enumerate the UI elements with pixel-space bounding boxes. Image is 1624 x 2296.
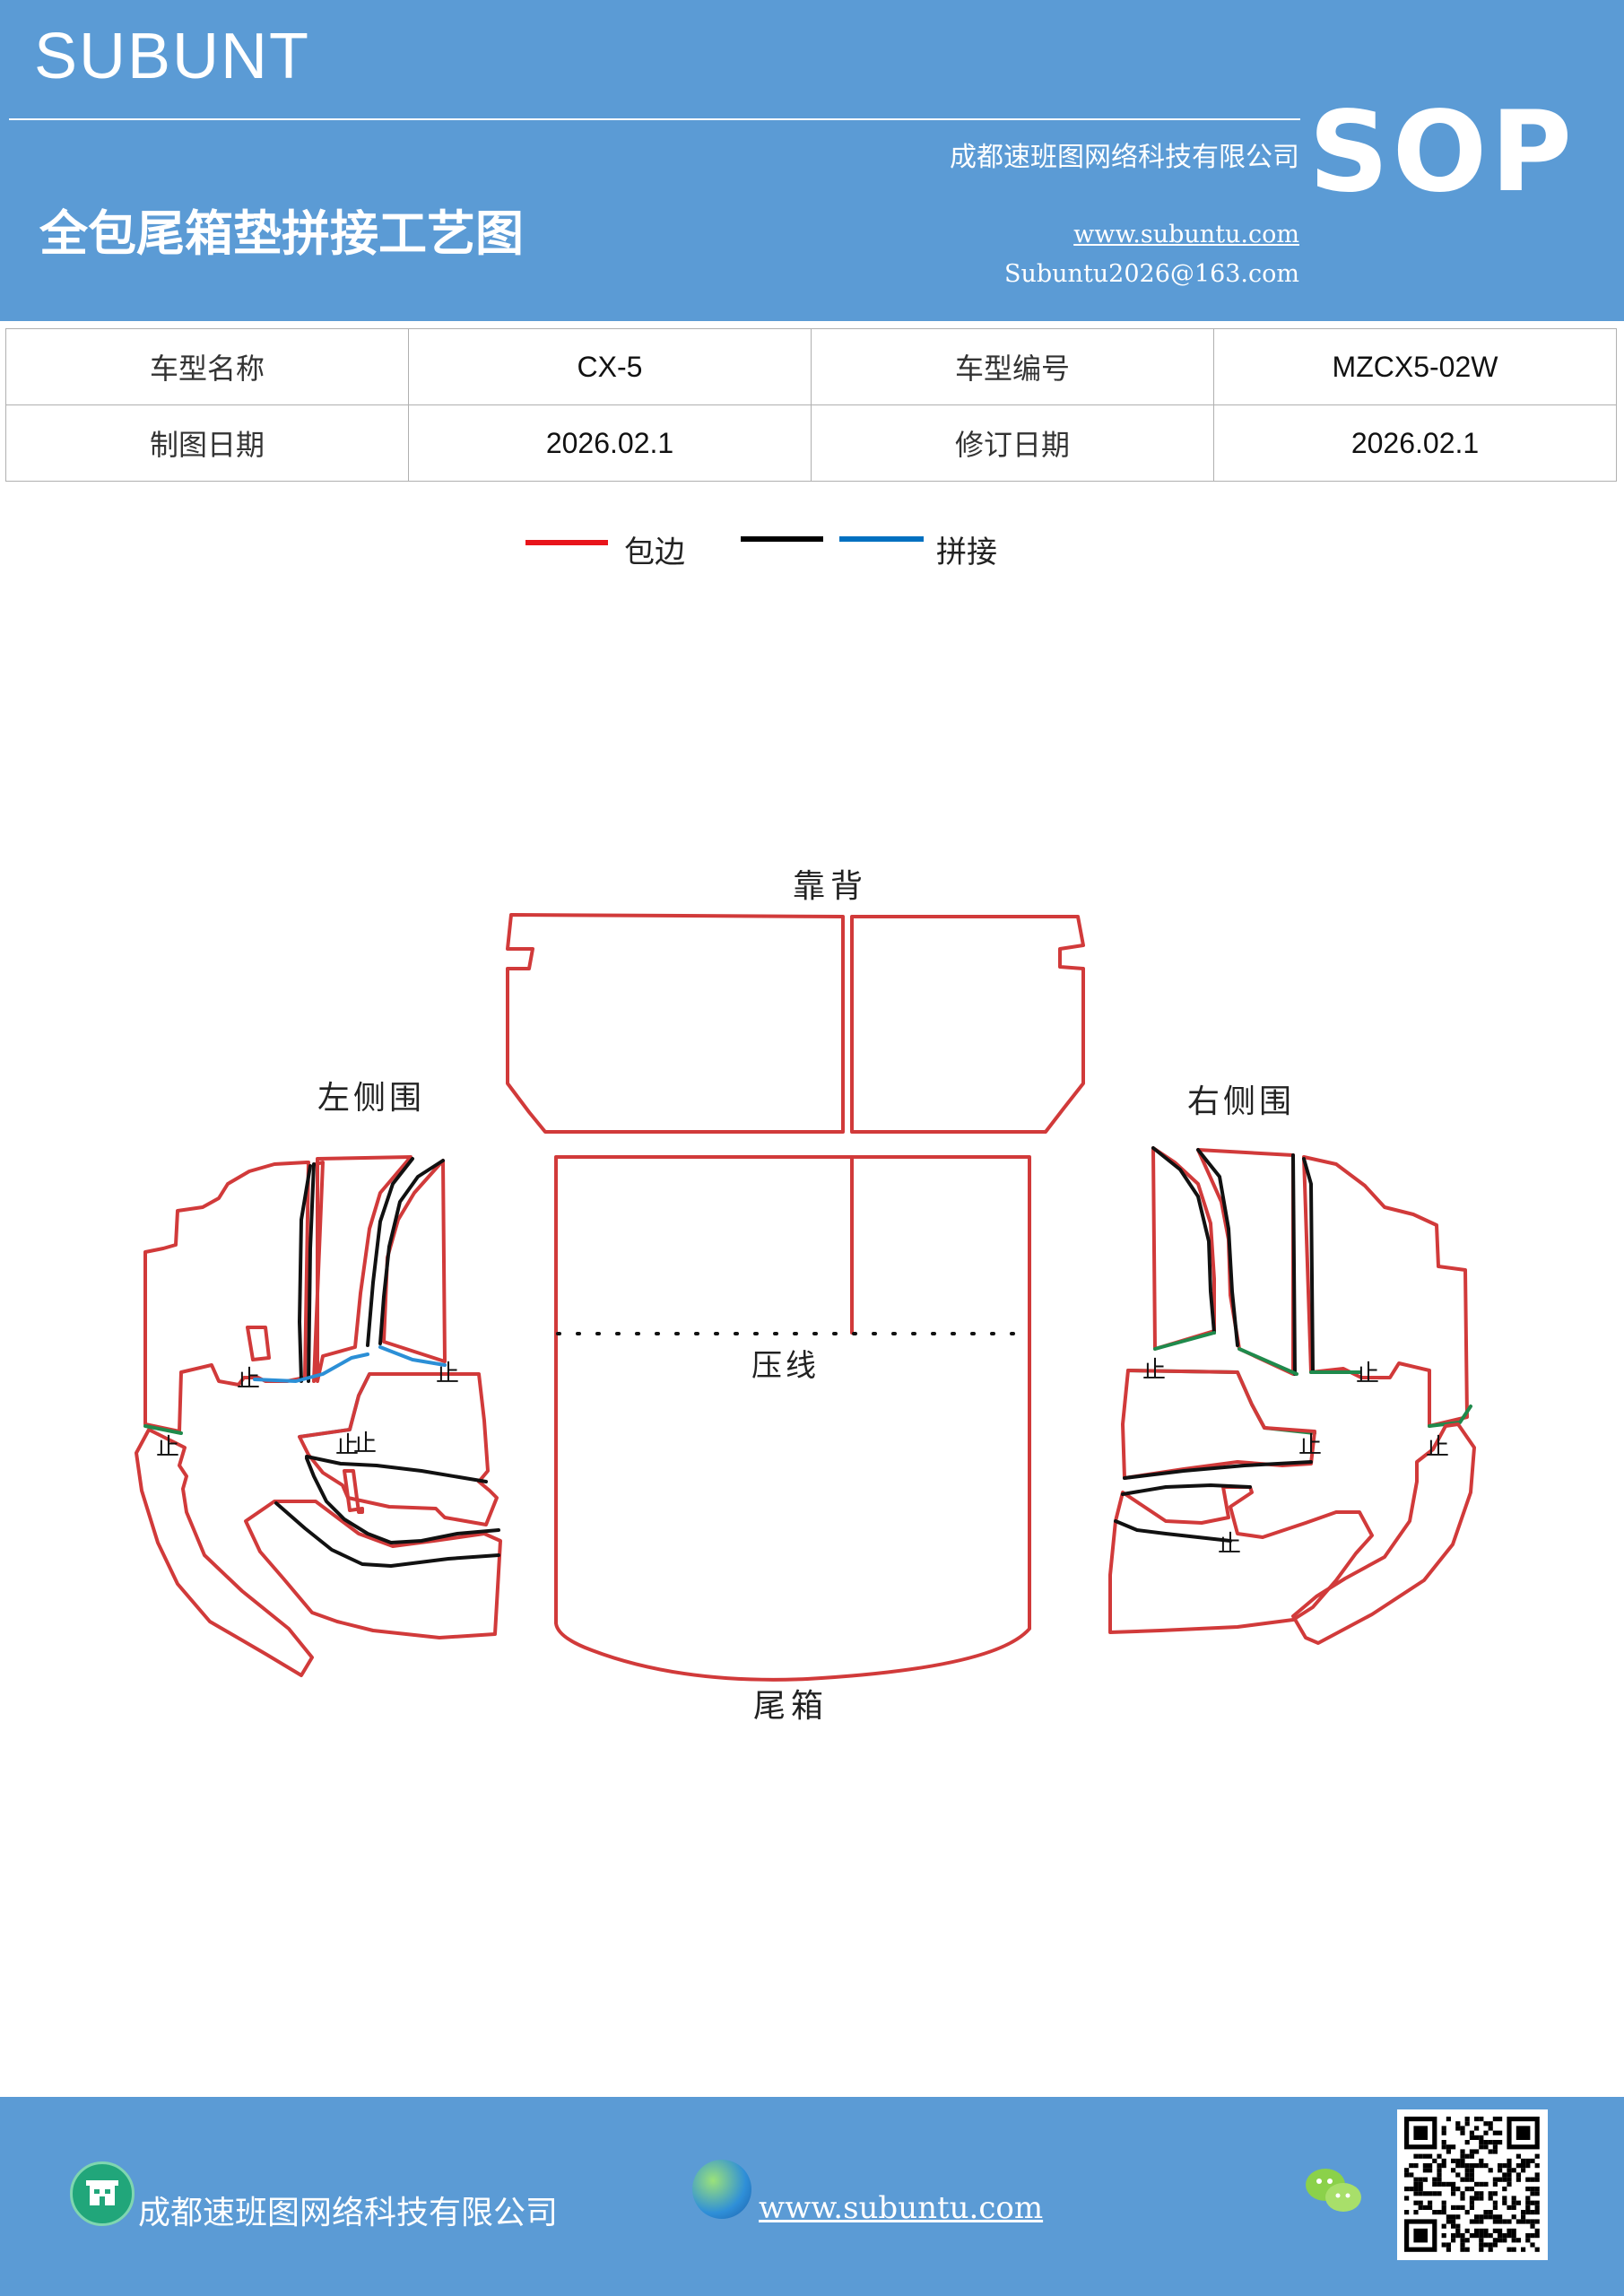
backrest-left-panel: [506, 913, 845, 1134]
legend-swatch-seam-blue: [839, 536, 924, 542]
sop-badge: SOP: [1308, 88, 1576, 217]
label-trunk: 尾箱: [753, 1688, 829, 1725]
left-seam-5: [305, 1455, 488, 1483]
left-side-lower-inner: [244, 1500, 502, 1639]
stop-mark: 止: [1356, 1361, 1379, 1387]
stop-mark: 止: [1218, 1531, 1241, 1558]
legend-label-edge: 包边: [624, 535, 685, 570]
vehicle-info-table: 车型名称 CX-5 车型编号 MZCX5-02W 制图日期 2026.02.1 …: [5, 328, 1617, 482]
left-side-tab: [343, 1469, 364, 1514]
building-icon: [70, 2161, 135, 2226]
left-seam-1: [298, 1164, 312, 1383]
footer-banner: 成都速班图网络科技有限公司 www.subuntu.com: [0, 2097, 1624, 2296]
footer-company-name: 成都速班图网络科技有限公司: [138, 2195, 559, 2231]
table-row: 车型名称 CX-5 车型编号 MZCX5-02W: [5, 328, 1617, 405]
globe-icon: [692, 2160, 751, 2219]
right-seam-6: [1121, 1483, 1252, 1496]
trunk-floor-panel: [554, 1155, 1031, 1682]
footer-website-link[interactable]: www.subuntu.com: [759, 2190, 1044, 2226]
qr-code[interactable]: [1397, 2109, 1548, 2260]
left-side-upper-notch: [246, 1326, 271, 1361]
right-side-middle-panel: [1121, 1369, 1316, 1480]
legend-swatch-edge: [525, 540, 608, 545]
right-side-lower-outer: [1291, 1422, 1476, 1645]
right-seam-5: [1123, 1460, 1313, 1480]
left-side-upper-outer: [143, 1161, 310, 1433]
email-address[interactable]: Subuntu2026@163.com: [1004, 260, 1299, 288]
stop-mark: 止: [237, 1366, 260, 1393]
wechat-icon[interactable]: [1302, 2163, 1365, 2217]
label-left-side: 左侧围: [317, 1080, 425, 1117]
company-name: 成都速班图网络科技有限公司: [950, 142, 1299, 173]
right-seam-3: [1291, 1153, 1297, 1376]
label-backrest: 靠背: [793, 868, 868, 905]
left-blue-seam-1: [253, 1352, 369, 1383]
stop-mark: 止: [1142, 1357, 1166, 1384]
revision-date-value: 2026.02.1: [1213, 404, 1617, 482]
left-seam-2: [307, 1162, 316, 1383]
stop-mark: 止: [156, 1434, 179, 1461]
left-blue-seam-3: [298, 1372, 443, 1439]
model-name-label: 车型名称: [5, 328, 409, 405]
backrest-right-panel: [850, 915, 1085, 1134]
left-side-middle-panel: [298, 1372, 499, 1526]
building-icon-glyph: [86, 2180, 118, 2205]
legend-label-seam: 拼接: [936, 535, 997, 570]
right-green-seam-3: [1238, 1347, 1298, 1376]
pattern-drawing: 靠背 左侧围 右侧围 压线 尾箱 止 止 止 止 止 止 止 止 止 止: [135, 868, 1476, 1725]
label-right-side: 右侧围: [1187, 1083, 1295, 1120]
header-divider: [9, 118, 1300, 120]
revision-date-label: 修订日期: [811, 404, 1214, 482]
right-side-upper-outer: [1302, 1155, 1469, 1428]
stop-mark: 止: [1426, 1434, 1449, 1461]
left-seam-7: [274, 1501, 500, 1568]
left-seam-3: [366, 1157, 414, 1347]
right-seam-7: [1114, 1519, 1232, 1543]
model-code-label: 车型编号: [811, 328, 1214, 405]
right-seam-2: [1196, 1148, 1239, 1347]
model-code-value: MZCX5-02W: [1213, 328, 1617, 405]
brand-name: SUBUNT: [34, 21, 311, 92]
left-side-right-panel: [382, 1159, 447, 1363]
stop-mark: 止: [436, 1361, 459, 1387]
website-link[interactable]: www.subuntu.com: [1073, 221, 1299, 248]
stop-mark: 止: [1298, 1432, 1322, 1459]
stop-mark: 止: [335, 1432, 359, 1459]
right-side-lower-left: [1108, 1485, 1374, 1634]
right-seam-1: [1151, 1146, 1216, 1335]
left-blue-seam-2: [378, 1345, 447, 1367]
model-name-value: CX-5: [408, 328, 812, 405]
stop-mark: 止: [353, 1431, 377, 1457]
left-side-top-panel: [316, 1155, 413, 1383]
table-row: 制图日期 2026.02.1 修订日期 2026.02.1: [5, 404, 1617, 482]
left-green-seam: [143, 1424, 183, 1435]
left-side-lower-outer: [135, 1428, 314, 1677]
label-press-line: 压线: [751, 1348, 820, 1384]
right-green-seam-5: [1428, 1405, 1472, 1428]
right-seam-4: [1302, 1157, 1315, 1374]
header-banner: SUBUNT 成都速班图网络科技有限公司 全包尾箱垫拼接工艺图 www.subu…: [0, 0, 1624, 321]
document-title: 全包尾箱垫拼接工艺图: [39, 205, 524, 262]
qr-code-pattern: [1404, 2117, 1540, 2252]
wechat-icon-glyph: [1306, 2169, 1361, 2212]
draw-date-value: 2026.02.1: [408, 404, 812, 482]
right-green-seam-1: [1153, 1331, 1216, 1351]
legend: 包边 拼接: [0, 520, 1624, 574]
left-seam-6: [305, 1457, 500, 1544]
legend-swatch-seam-black: [741, 536, 823, 542]
left-seam-4: [378, 1159, 445, 1345]
draw-date-label: 制图日期: [5, 404, 409, 482]
pattern-diagram: 靠背 左侧围 右侧围 压线 尾箱 止 止 止 止 止 止 止 止 止 止: [0, 843, 1624, 1758]
